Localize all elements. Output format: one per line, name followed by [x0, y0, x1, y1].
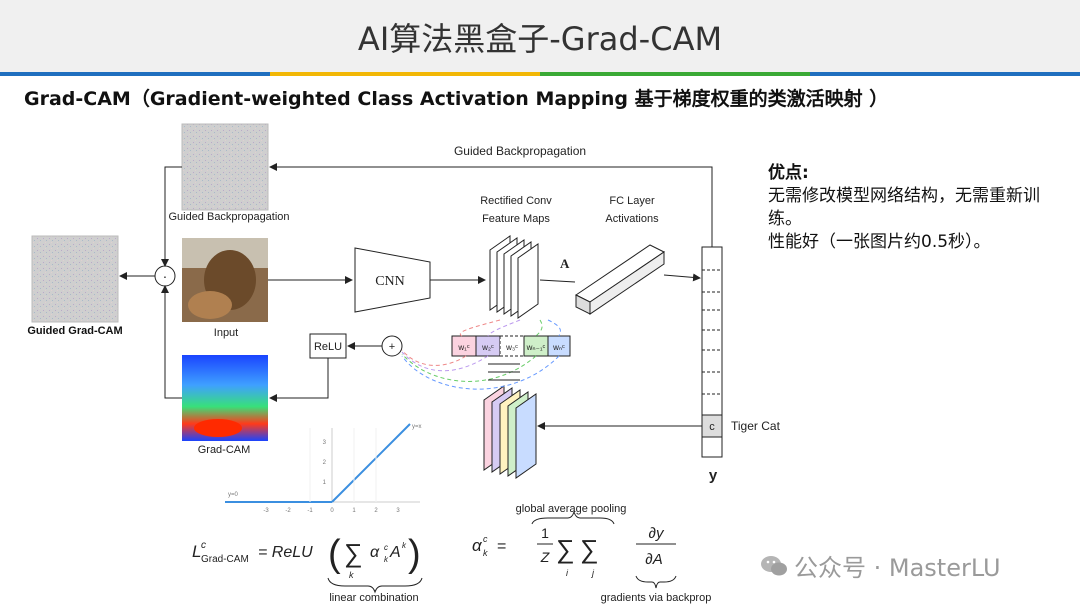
svg-text:k: k	[402, 541, 407, 550]
fc-label-1: FC Layer	[609, 195, 655, 207]
rect-conv-label-2: Feature Maps	[482, 213, 550, 225]
color-bar-yellow	[270, 72, 540, 76]
formula2-grad-top: ∂y	[649, 525, 665, 542]
watermark: 公众号 · MasterLU	[760, 548, 1001, 584]
formula2-sum-i: i	[566, 568, 569, 578]
formula-lhs-sup: c	[201, 540, 206, 551]
formula-brace-label: linear combination	[329, 592, 418, 604]
multiply-symbol: ·	[163, 268, 168, 284]
formula2-grad-bot: ∂A	[645, 551, 662, 568]
formula2-alpha: α	[472, 536, 483, 555]
color-bar-blue	[0, 72, 270, 76]
svg-text:(: (	[328, 533, 341, 575]
relu-xtick-6: 2	[374, 508, 378, 514]
formula-relu: = ReLU	[258, 544, 313, 561]
y-label: y	[709, 467, 718, 484]
guided-backprop-label: Guided Backpropagation	[168, 211, 289, 223]
gradcam-diagram: Guided Backpropagation Guided Grad-CAM I…	[27, 123, 781, 604]
relu-plot	[225, 423, 420, 503]
relu-xtick-2: -2	[285, 508, 291, 514]
c-label: c	[709, 421, 715, 433]
advantages-panel: 优点: 无需修改模型网络结构，无需重新训练。 性能好（一张图片约0.5秒）。	[768, 162, 1068, 254]
advantages-heading: 优点:	[768, 163, 809, 183]
formula-sum-sub: k	[349, 570, 354, 580]
weight-n: wₙᶜ	[552, 343, 565, 352]
guided-backprop-top-label: Guided Backpropagation	[454, 144, 586, 158]
svg-text:c: c	[384, 543, 388, 552]
weight-1: w₁ᶜ	[457, 343, 469, 352]
fc-activations-bar	[575, 244, 665, 315]
page-title: AI算法黑盒子-Grad-CAM	[357, 20, 723, 58]
alpha-formula: α c k = global average pooling 1 Z ∑ i ∑…	[472, 503, 711, 604]
relu-ytick-3: 3	[323, 440, 327, 446]
title-bar: AI算法黑盒子-Grad-CAM	[0, 0, 1080, 72]
a-label: A	[560, 256, 570, 271]
gradcam-formula: L c Grad-CAM = ReLU ( ∑ k α c k A k ) li…	[192, 533, 423, 604]
wechat-icon	[760, 554, 788, 584]
advantage-item-2: 性能好（一张图片约0.5秒）。	[768, 232, 991, 252]
svg-text:k: k	[384, 555, 389, 564]
svg-text:∑: ∑	[344, 538, 363, 568]
relu-xtick-3: -1	[307, 508, 313, 514]
svg-text:∑: ∑	[580, 534, 599, 564]
input-label: Input	[214, 327, 238, 339]
weights-bar	[451, 335, 571, 357]
formula2-pool-label: global average pooling	[516, 503, 627, 515]
relu-xtick-5: 1	[352, 508, 356, 514]
formula-alpha: α	[370, 544, 380, 561]
weight-n-1: wₙ₋₁ᶜ	[526, 343, 546, 352]
cnn-block	[354, 247, 431, 313]
watermark-text: 公众号 · MasterLU	[794, 554, 1001, 582]
plus-symbol: +	[389, 341, 395, 353]
relu-ytick-2: 2	[323, 460, 327, 466]
tiger-cat-label: Tiger Cat	[731, 419, 781, 433]
weight-2: w₂ᶜ	[481, 343, 494, 352]
output-vector	[701, 246, 723, 458]
svg-text:∑: ∑	[556, 534, 575, 564]
formula-lhs-sub: Grad-CAM	[201, 554, 249, 565]
relu-xtick-4: 0	[330, 508, 334, 514]
advantage-item-1: 无需修改模型网络结构，无需重新训练。	[768, 186, 1040, 229]
svg-text:): )	[408, 533, 421, 575]
weight-3: w₃ᶜ	[505, 343, 518, 352]
relu-label: ReLU	[314, 341, 342, 353]
formula2-sum-j: j	[591, 568, 595, 578]
color-bar-green	[540, 72, 810, 76]
guided-gradcam-image	[31, 235, 119, 323]
relu-xtick-7: 3	[396, 508, 400, 514]
relu-xtick-1: -3	[263, 508, 269, 514]
gradcam-label: Grad-CAM	[198, 444, 251, 456]
gradient-maps-stack	[483, 385, 537, 479]
cnn-label: CNN	[375, 274, 405, 289]
color-bar-blue-2	[810, 72, 1080, 76]
formula2-brace-label: gradients via backprop	[601, 592, 712, 604]
section-subtitle: Grad-CAM（Gradient-weighted Class Activat…	[24, 88, 889, 110]
rect-conv-label-1: Rectified Conv	[480, 195, 552, 207]
feature-maps-stack	[489, 235, 539, 319]
relu-ytick-1: 1	[323, 480, 327, 486]
formula2-eq: =	[497, 538, 506, 555]
formula2-frac-bot: Z	[540, 549, 550, 565]
relu-block	[309, 333, 347, 359]
svg-text:c: c	[483, 534, 488, 544]
formula-a: A	[389, 544, 401, 561]
input-image	[182, 238, 268, 322]
fc-label-2: Activations	[605, 213, 659, 225]
relu-label-zero: y=0	[228, 492, 239, 498]
formula-lhs: L	[192, 542, 201, 561]
svg-text:k: k	[483, 548, 488, 558]
guided-backprop-image	[181, 123, 269, 211]
relu-label-x: y=x	[412, 424, 422, 430]
formula2-frac-top: 1	[541, 525, 549, 541]
guided-gradcam-label: Guided Grad-CAM	[27, 325, 122, 337]
